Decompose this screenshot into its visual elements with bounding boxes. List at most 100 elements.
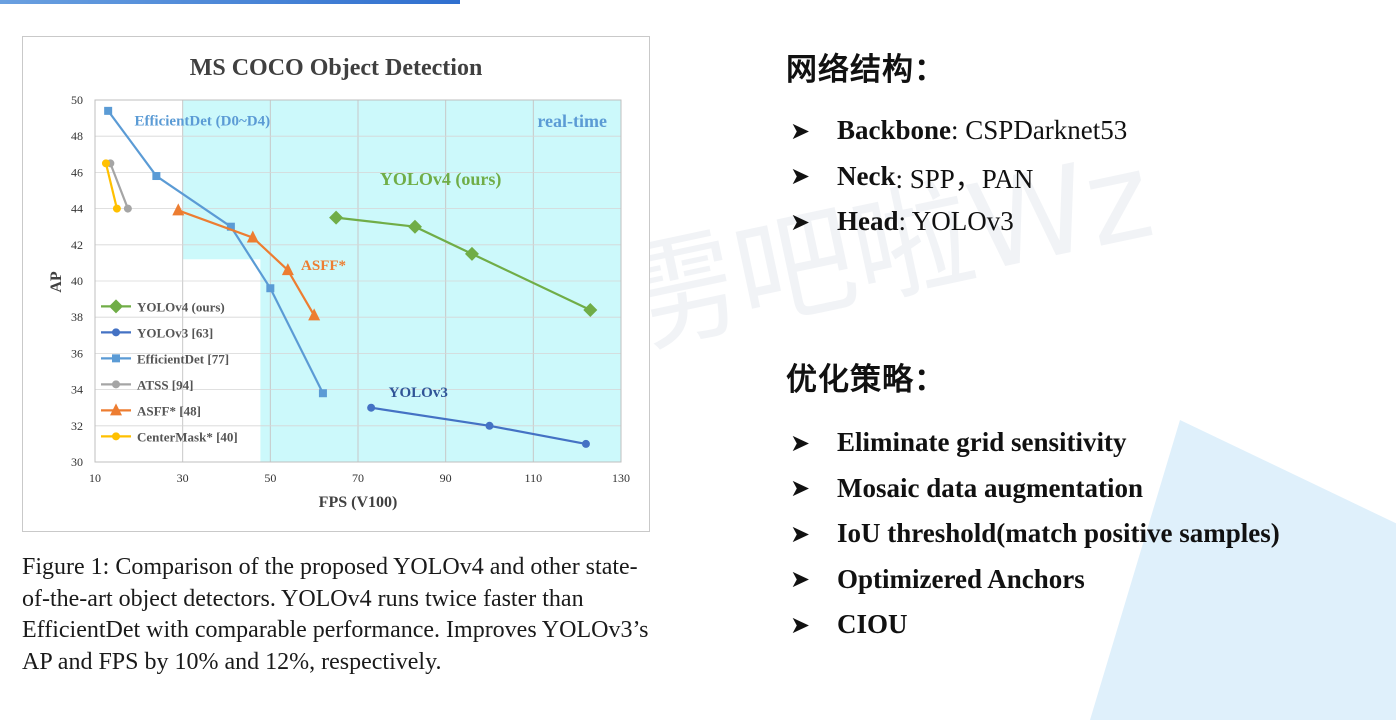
- data-point: [110, 403, 122, 416]
- series-line: [335, 216, 591, 311]
- y-tick-label: 50: [71, 93, 83, 107]
- arrow-bullet-icon: ➤: [790, 428, 811, 457]
- legend-box: [96, 259, 261, 462]
- data-point: [152, 172, 161, 181]
- list-item: ➤ Backbone: CSPDarknet53: [790, 108, 1127, 154]
- network-part-value: : SPP，PAN: [895, 163, 1034, 194]
- data-point: [485, 421, 494, 430]
- realtime-label: real-time: [537, 111, 607, 131]
- data-point: [104, 106, 113, 115]
- y-tick-label: 38: [71, 310, 83, 324]
- data-point: [308, 308, 321, 321]
- series-label: YOLOv4 (ours): [380, 169, 502, 190]
- legend-label: ASFF* [48]: [137, 403, 201, 418]
- data-point: [172, 203, 185, 216]
- network-part-name: Backbone: [837, 115, 952, 146]
- section-title-strategy: 优化策略：: [786, 362, 946, 398]
- strategy-text: Eliminate grid sensitivity: [837, 427, 1127, 458]
- network-part-value: : CSPDarknet53: [951, 115, 1128, 146]
- data-point: [123, 204, 132, 213]
- strategy-text: CIOU: [837, 609, 908, 640]
- y-tick-label: 48: [71, 129, 83, 143]
- data-point: [581, 439, 590, 448]
- network-part-name: Neck: [837, 160, 896, 191]
- series-line: [177, 209, 316, 316]
- data-point: [112, 380, 120, 389]
- chart-svg: 10 30 50 70 90 110 130 30 32 34 36 38 40 42 44 46 48 50 MS…: [48, 55, 630, 511]
- y-tick-label: 32: [71, 419, 83, 433]
- series-label: EfficientDet (D0~D4): [134, 113, 270, 129]
- data-point: [109, 299, 123, 314]
- arrow-bullet-icon: ➤: [790, 519, 811, 548]
- x-tick-label: 90: [440, 471, 452, 485]
- arrow-bullet-icon: ➤: [790, 565, 811, 594]
- y-tick-label: 40: [71, 274, 83, 288]
- data-point: [583, 302, 598, 317]
- legend-label: ATSS [94]: [137, 377, 193, 392]
- strategy-text: Optimizered Anchors: [837, 563, 1085, 594]
- y-tick-label: 42: [71, 238, 83, 252]
- series-label: YOLOv3: [389, 385, 448, 401]
- x-axis-label: FPS (V100): [319, 494, 398, 511]
- x-tick-label: 30: [177, 471, 189, 485]
- list-item: ➤ Neck: SPP，PAN: [790, 154, 1127, 200]
- x-tick-label: 50: [264, 471, 276, 485]
- data-point: [226, 222, 235, 231]
- arrow-bullet-icon: ➤: [790, 610, 811, 639]
- chart-figure: 10 30 50 70 90 110 130 30 32 34 36 38 40 42 44 46 48 50 MS…: [22, 36, 650, 532]
- data-point: [112, 354, 120, 363]
- x-tick-label: 110: [525, 471, 543, 485]
- data-point: [407, 219, 422, 234]
- legend-label: CenterMask* [40]: [137, 429, 238, 444]
- x-tick-label: 10: [89, 471, 101, 485]
- data-point: [101, 159, 110, 168]
- data-point: [464, 246, 479, 261]
- y-axis-label: AP: [48, 271, 65, 293]
- data-point: [112, 328, 120, 337]
- arrow-bullet-icon: ➤: [790, 162, 811, 191]
- strategy-text: Mosaic data augmentation: [837, 472, 1143, 503]
- decorative-triangle: [1090, 420, 1396, 720]
- data-point: [318, 389, 327, 398]
- data-point: [112, 432, 120, 441]
- list-item: ➤ Head: YOLOv3: [790, 199, 1127, 245]
- list-item: ➤ CIOU: [790, 602, 1280, 648]
- y-tick-label: 46: [71, 165, 83, 179]
- figure-caption: Figure 1: Comparison of the proposed YOL…: [22, 552, 662, 678]
- x-tick-label: 70: [352, 471, 364, 485]
- arrow-bullet-icon: ➤: [790, 474, 811, 503]
- data-point: [266, 284, 275, 293]
- list-item: ➤ Optimizered Anchors: [790, 557, 1280, 603]
- y-tick-label: 44: [71, 202, 83, 216]
- y-tick-label: 34: [71, 383, 83, 397]
- series-label: ASFF*: [301, 258, 346, 274]
- list-item: ➤ Eliminate grid sensitivity: [790, 420, 1280, 466]
- data-point: [329, 210, 344, 225]
- strategy-list: ➤ Eliminate grid sensitivity ➤ Mosaic da…: [790, 420, 1280, 648]
- network-list: ➤ Backbone: CSPDarknet53 ➤ Neck: SPP，PAN…: [790, 108, 1127, 245]
- top-accent-bar: [0, 0, 460, 4]
- data-point: [246, 230, 259, 243]
- data-point: [281, 263, 294, 276]
- legend-label: YOLOv4 (ours): [137, 299, 225, 314]
- strategy-text: IoU threshold(match positive samples): [837, 518, 1280, 549]
- y-tick-label: 36: [71, 346, 83, 360]
- legend-label: EfficientDet [77]: [137, 351, 229, 366]
- legend-label: YOLOv3 [63]: [137, 325, 213, 340]
- network-part-value: : YOLOv3: [898, 206, 1014, 237]
- caption-text: Figure 1: Comparison of the proposed YOL…: [22, 554, 649, 675]
- x-tick-label: 130: [612, 471, 630, 485]
- data-point: [367, 403, 376, 412]
- arrow-bullet-icon: ➤: [790, 207, 811, 236]
- series-line: [104, 163, 118, 209]
- series-line: [109, 162, 129, 209]
- y-tick-label: 30: [71, 455, 83, 469]
- arrow-bullet-icon: ➤: [790, 116, 811, 145]
- chart-title: MS COCO Object Detection: [190, 55, 483, 81]
- network-part-name: Head: [837, 206, 899, 237]
- section-title-network: 网络结构：: [786, 52, 946, 88]
- list-item: ➤ Mosaic data augmentation: [790, 466, 1280, 512]
- plot-border: [94, 99, 622, 463]
- data-point: [112, 204, 121, 213]
- list-item: ➤ IoU threshold(match positive samples): [790, 511, 1280, 557]
